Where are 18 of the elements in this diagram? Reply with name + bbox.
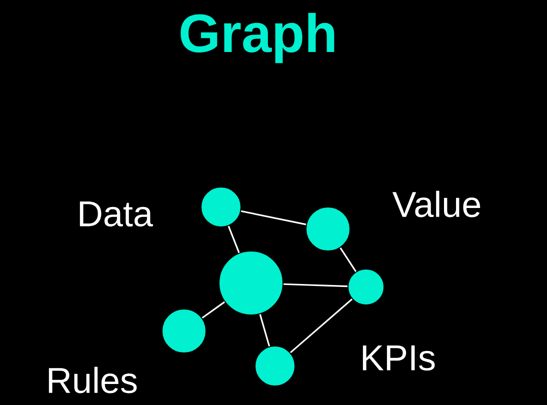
connector-line [228, 226, 240, 254]
graph-node [348, 268, 384, 306]
graph-node [306, 206, 350, 252]
node-label: Value [392, 190, 480, 218]
graph-node [218, 250, 284, 316]
title: Graph [180, 12, 334, 64]
node-label: KPIs [362, 345, 435, 371]
graph-node [254, 346, 296, 386]
node-label: Rules [48, 366, 137, 394]
graph-node [200, 186, 242, 228]
connector-line [283, 283, 348, 288]
connector-line [259, 314, 270, 347]
graph-node [162, 308, 206, 354]
connector-line [240, 210, 306, 226]
connector-line [202, 301, 226, 319]
node-label: Data [80, 201, 153, 227]
connector-line [290, 298, 353, 354]
connector-line [340, 247, 357, 272]
